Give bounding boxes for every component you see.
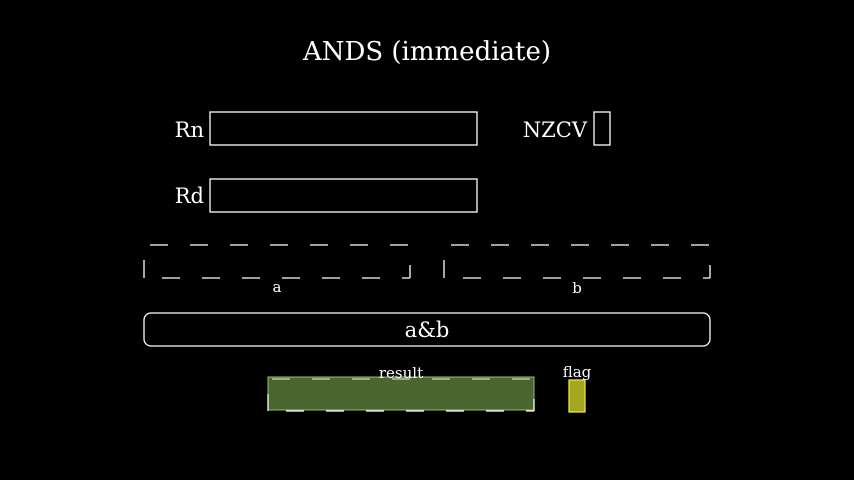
rn-label: Rn <box>175 118 204 142</box>
flag-box <box>568 379 586 413</box>
rd-register-box <box>209 178 478 213</box>
rd-label: Rd <box>175 184 204 208</box>
operand-b-label: b <box>572 279 582 297</box>
operand-a-label: a <box>273 278 282 296</box>
operand-a-box <box>143 244 412 279</box>
operand-b-box <box>443 244 712 279</box>
and-operation-label: a&b <box>405 318 450 342</box>
nzcv-label: NZCV <box>523 118 588 142</box>
rn-register-box <box>209 111 478 146</box>
and-operation-box <box>143 312 711 347</box>
flag-label: flag <box>563 363 592 381</box>
nzcv-register-box <box>593 111 611 146</box>
diagram-title: ANDS (immediate) <box>302 37 551 67</box>
result-label: result <box>379 364 423 382</box>
result-box <box>267 376 535 412</box>
